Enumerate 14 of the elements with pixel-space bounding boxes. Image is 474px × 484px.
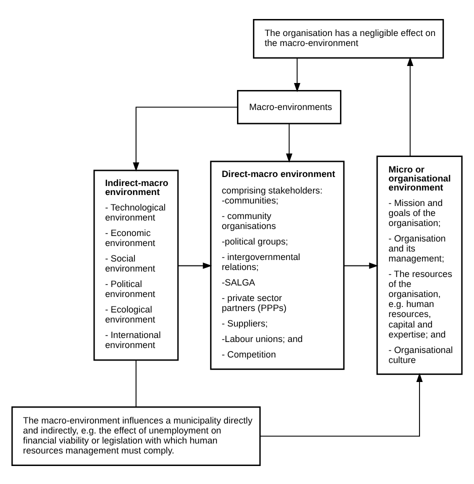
connector <box>136 359 137 407</box>
node-box: Indirect-macro environment - Technological environment - Economic environment - Social environment - Political environment - Ecological environment - International environment <box>93 169 179 360</box>
node-box: The macro-environment influences a municipality directly and indirectly, e.g. the effect of unemployment on financial viability or legislation with which human resources management must comply. <box>11 406 261 466</box>
arrow <box>132 106 238 171</box>
node-box: Micro or organisational environment - Mission and goals of the organisation; - Organisation and its management; - The resources of the organisation, e.g. human resources, capital and expertise; and - Organisational culture <box>376 155 463 374</box>
arrow <box>406 56 414 156</box>
node-box: The organisation has a negligible effect on the macro-environment <box>252 18 444 58</box>
arrow <box>286 122 292 162</box>
arrow <box>294 57 300 92</box>
arrow <box>344 262 378 268</box>
node-box: Macro-environments <box>237 90 342 124</box>
arrow <box>260 372 423 436</box>
node-box: Direct-macro environment comprising stakeholders: -communities; - community organisations -political groups; - intergovernmental relations; -SALGA - private sector partners (PPPs) - Suppliers; -Labour unions; and - Competition <box>210 160 345 370</box>
arrow <box>178 262 212 268</box>
